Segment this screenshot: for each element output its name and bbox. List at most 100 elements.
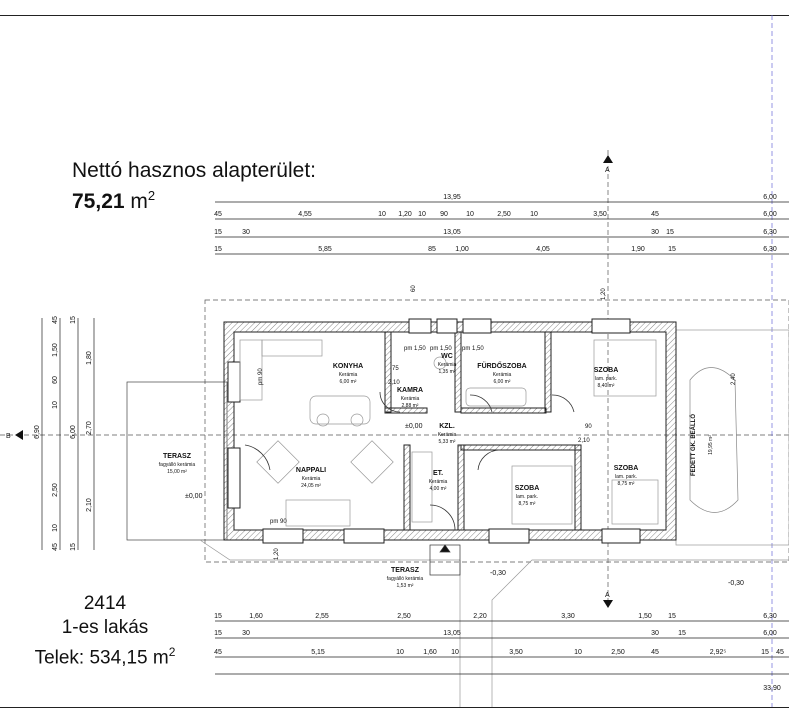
dim-top3-4: 15 <box>666 229 674 236</box>
window-6 <box>262 528 304 544</box>
stairs-arrow <box>439 544 451 553</box>
wall-et-left <box>403 444 411 531</box>
dim-bot3-6: 10 <box>574 649 582 656</box>
doors <box>244 391 575 531</box>
dim-left1-8: 15 <box>70 543 77 551</box>
sofa <box>285 499 351 527</box>
project-info: 2414 1-es lakás Telek: 534,15 m2 <box>0 592 210 670</box>
dim-left2-4: 6,90 <box>34 425 41 439</box>
dim-top4-3: 1,00 <box>455 246 469 253</box>
terrace-left <box>126 381 228 541</box>
kitchen-counter <box>239 339 263 401</box>
door-label-8: 2,10 <box>578 438 590 444</box>
dimension-texts: 13,95 6,00 45 4,55 10 1,20 10 90 10 2,50… <box>214 194 784 692</box>
room-et-area: 4,00 m² <box>430 486 447 492</box>
dim-top1-b: 6,00 <box>763 194 777 201</box>
dim-top2-1: 4,55 <box>298 211 312 218</box>
dim-left2-2: 2,10 <box>86 498 93 512</box>
frame-top-line <box>0 15 789 16</box>
window-8 <box>488 528 530 544</box>
window-4 <box>591 318 631 334</box>
wall-wc <box>454 331 462 413</box>
dim-top2-11: 6,00 <box>763 211 777 218</box>
dim-left1-6: 10 <box>52 524 59 532</box>
dim-top2-9: 3,50 <box>593 211 607 218</box>
dim-bot3-10: 15 <box>761 649 769 656</box>
door-label-4: pm 90 <box>270 519 287 525</box>
plot-exp: 2 <box>168 645 176 659</box>
wall-bath <box>544 331 552 413</box>
dim-top3-0: 15 <box>214 229 222 236</box>
level-3: -0,30 <box>490 570 506 577</box>
dim-bot2-4: 15 <box>678 630 686 637</box>
dim-bot1-8: 6,30 <box>763 613 777 620</box>
room-szoba2: SZOBA <box>515 485 540 492</box>
dim-bot1-0: 15 <box>214 613 222 620</box>
door-label-12: 2,40 <box>731 373 737 385</box>
plot-text: Telek: 534,15 m <box>34 647 169 669</box>
dim-top2-6: 10 <box>466 211 474 218</box>
room-wc-floor: Kerámia <box>438 362 457 368</box>
door-label-6: 2,10 <box>388 380 400 386</box>
room-szoba2-floor: lam. park. <box>516 494 538 500</box>
dim-bot1-2: 2,55 <box>315 613 329 620</box>
dim-bot1-7: 15 <box>668 613 676 620</box>
door-szoba1 <box>551 394 575 413</box>
window-2 <box>436 318 458 334</box>
dim-left1-4: 10 <box>52 401 59 409</box>
dim-top4-6: 15 <box>668 246 676 253</box>
dim-left1-2: 1,50 <box>52 343 59 357</box>
car-outline <box>689 367 739 513</box>
dim-bot2-3: 30 <box>651 630 659 637</box>
path-edges <box>459 559 789 707</box>
wall-szoba-top <box>460 444 582 451</box>
section-b-left: B <box>6 433 11 440</box>
dim-top2-10: 45 <box>651 211 659 218</box>
door-labels: pm 90 pm 1,50 pm 1,50 pm 1,50 pm 90 75 2… <box>258 285 737 560</box>
section-b-arrow <box>15 430 23 440</box>
dim-top3-3: 30 <box>651 229 659 236</box>
section-a-top: A <box>605 167 610 174</box>
dim-left1-7: 45 <box>52 543 59 551</box>
dim-top1-a: 13,95 <box>443 194 461 201</box>
net-area-exp: 2 <box>147 188 156 203</box>
wall-bath-bottom <box>460 407 547 414</box>
door-label-2: pm 1,50 <box>430 346 452 352</box>
dim-left1-0: 45 <box>52 316 59 324</box>
wardrobe <box>411 451 433 523</box>
dim-top2-3: 1,20 <box>398 211 412 218</box>
net-area-number: 75,21 <box>72 190 125 213</box>
dim-bot2-2: 13,05 <box>443 630 461 637</box>
room-kamra-area: 2,88 m² <box>402 403 419 409</box>
level-marks: ±0,00 ±0,00 -0,30 -0,30 <box>185 423 744 587</box>
room-szoba3-area: 8,75 m² <box>618 481 635 487</box>
level-4: -0,30 <box>728 580 744 587</box>
dim-bot3-8: 45 <box>651 649 659 656</box>
dim-top4-0: 15 <box>214 246 222 253</box>
room-nappali-area: 24,05 m² <box>301 483 321 489</box>
walls <box>223 321 677 541</box>
room-furdo-floor: Kerámia <box>493 372 512 378</box>
dim-bot3-5: 3,50 <box>509 649 523 656</box>
dim-top4-7: 6,30 <box>763 246 777 253</box>
driveway <box>199 329 789 707</box>
room-nappali-floor: Kerámia <box>302 476 321 482</box>
room-kzl-floor: Kerámia <box>438 432 457 438</box>
room-szoba1: SZOBA <box>594 367 619 374</box>
door-label-11: 1,20 <box>274 548 280 560</box>
dim-bot3-7: 2,50 <box>611 649 625 656</box>
room-szoba2-area: 8,75 m² <box>519 501 536 507</box>
dim-left2-3: 6,00 <box>70 425 77 439</box>
dimension-lines <box>41 201 789 675</box>
dim-bot3-9: 2,92⁵ <box>710 649 727 656</box>
dining-table <box>309 395 371 425</box>
dim-bot4: 33,90 <box>763 685 781 692</box>
terrace-door <box>227 447 241 509</box>
net-area-value: 75,21 m2 <box>72 183 155 215</box>
window-1 <box>408 318 432 334</box>
door-label-1: pm 1,50 <box>404 346 426 352</box>
frame-bottom-line <box>0 707 789 708</box>
roof-outline <box>204 299 789 563</box>
project-plot: Telek: 534,15 m2 <box>0 640 210 670</box>
dim-top3-5: 6,30 <box>763 229 777 236</box>
